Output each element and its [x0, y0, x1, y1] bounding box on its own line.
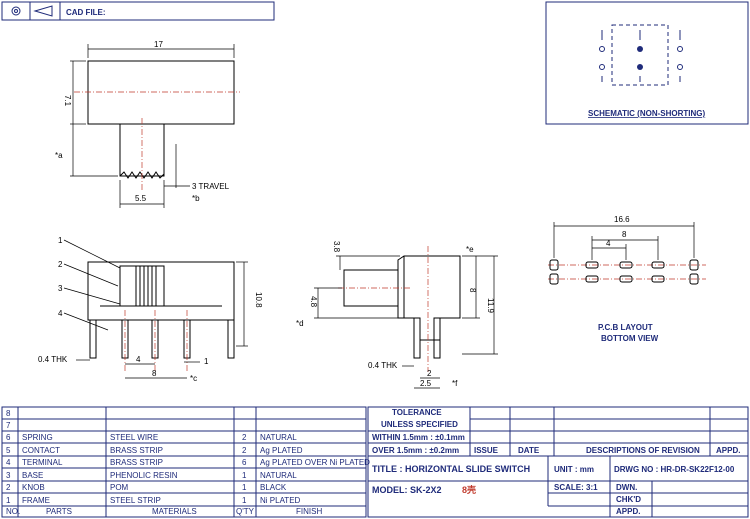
within-label: WITHIN 1.5mm : ±0.1mm	[372, 433, 465, 442]
dwn-label: DWN.	[616, 483, 637, 492]
unless-label: UNLESS SPECIFIED	[381, 420, 458, 429]
bom-cell-finish: Ag PLATED	[260, 446, 303, 455]
bom-cell-finish: Ni PLATED	[260, 496, 301, 505]
note-e: *e	[466, 245, 474, 254]
side-dim-4-8: 4.8	[309, 296, 318, 308]
bom-header-materials: MATERIALS	[152, 507, 197, 516]
side-dim-8: 8	[468, 288, 477, 293]
top-view: 17 7.1 *a 5.5 3 TRAVEL *b	[55, 40, 240, 208]
date-label: DATE	[518, 446, 540, 455]
bom-cell-no: 3	[6, 471, 11, 480]
drawing-number: DRWG NO : HR-DR-SK22F12-00	[614, 465, 735, 474]
side-dim-11-9: 11.9	[486, 298, 495, 314]
bom-cell-no: 7	[6, 421, 11, 430]
note-f: *f	[452, 379, 458, 388]
descriptions-label: DESCRIPTIONS OF REVISION	[586, 446, 700, 455]
bom-header-parts: PARTS	[46, 507, 72, 516]
bom-cell-parts: KNOB	[22, 483, 45, 492]
pcb-dim-8: 8	[622, 230, 627, 239]
bom-cell-materials: PHENOLIC RESIN	[110, 471, 178, 480]
bom-cell-parts: SPRING	[22, 433, 53, 442]
callout-1: 1	[58, 236, 63, 245]
bom-cell-qty: 1	[242, 483, 247, 492]
bom-cell-finish: NATURAL	[260, 471, 297, 480]
front-dim-height: 10.8	[254, 292, 263, 308]
projection-icon	[11, 5, 53, 17]
unit-label: UNIT : mm	[554, 465, 594, 474]
bom-cell-finish: NATURAL	[260, 433, 297, 442]
bom-cell-materials: BRASS STRIP	[110, 446, 163, 455]
appd-label: APPD.	[716, 446, 740, 455]
bom-cell-no: 2	[6, 483, 11, 492]
note-d: *d	[296, 319, 304, 328]
schematic-panel: SCHEMATIC (NON-SHORTING)	[545, 1, 749, 125]
model-label: MODEL: SK-2X2	[372, 485, 442, 495]
bom-cell-materials: POM	[110, 483, 129, 492]
cad-file-label: CAD FILE:	[66, 8, 106, 17]
bom-cell-no: 4	[6, 458, 11, 467]
dim-height: 7.1	[63, 95, 72, 107]
bom-cell-no: 6	[6, 433, 11, 442]
pcb-layout: 16.6 8 4 P.C.B LAYOUT BOTTOM VIEW	[548, 215, 706, 343]
callout-2: 2	[58, 260, 63, 269]
bom-cell-qty: 2	[242, 433, 247, 442]
side-view: 3.8 4.8 *d 8 11.9 *e 0.4 THK 2 2.5 *f	[296, 241, 498, 389]
pcb-label: P.C.B LAYOUT	[598, 323, 653, 332]
scale-label: SCALE: 3:1	[554, 483, 598, 492]
note-b: *b	[192, 194, 200, 203]
bom-cell-qty: 2	[242, 446, 247, 455]
callout-3: 3	[58, 284, 63, 293]
callout-4: 4	[58, 309, 63, 318]
front-view: 1 2 3 4 0.4 THK 4 8 *c 1 10.8	[38, 236, 263, 383]
side-thk: 0.4 THK	[368, 361, 398, 370]
pcb-dim-total: 16.6	[614, 215, 630, 224]
bom-cell-materials: STEEL WIRE	[110, 433, 158, 442]
model-note: 8壳	[462, 484, 476, 495]
bom-cell-materials: BRASS STRIP	[110, 458, 163, 467]
dim-actuator: 5.5	[135, 194, 147, 203]
bom-cell-parts: TERMINAL	[22, 458, 63, 467]
over-label: OVER 1.5mm : ±0.2mm	[372, 446, 459, 455]
bom-cell-no: 5	[6, 446, 11, 455]
chkd-label: CHK'D	[616, 495, 641, 504]
side-dim-2: 2	[427, 369, 432, 378]
bom-cell-finish: BLACK	[260, 483, 287, 492]
travel-label: 3 TRAVEL	[192, 182, 230, 191]
bom-cell-no: 8	[6, 409, 11, 418]
bom-cell-parts: FRAME	[22, 496, 50, 505]
bom-cell-no: 1	[6, 496, 11, 505]
front-thk: 0.4 THK	[38, 355, 68, 364]
dim-pin: 1	[204, 357, 209, 366]
dim-width: 17	[154, 40, 163, 49]
bom-cell-finish: Ag PLATED OVER Ni PLATED	[260, 458, 370, 467]
appd2-label: APPD.	[616, 507, 640, 516]
header-box: CAD FILE:	[1, 1, 275, 21]
bom-header-qty: Q'TY	[236, 507, 255, 516]
bom-cell-parts: CONTACT	[22, 446, 60, 455]
tolerance-label: TOLERANCE	[392, 408, 442, 417]
title-block: TOLERANCE UNLESS SPECIFIED WITHIN 1.5mm …	[367, 406, 749, 518]
issue-label: ISSUE	[474, 446, 499, 455]
bom-cell-qty: 6	[242, 458, 247, 467]
bom-cell-qty: 1	[242, 471, 247, 480]
pcb-dim-4: 4	[606, 239, 611, 248]
side-dim-2-5: 2.5	[420, 379, 432, 388]
drawing-title: TITLE : HORIZONTAL SLIDE SWITCH	[372, 464, 530, 474]
side-dim-knob: 3.8	[332, 241, 341, 253]
bom-cell-parts: BASE	[22, 471, 43, 480]
note-a: *a	[55, 151, 63, 160]
bom-header-finish: FINISH	[296, 507, 322, 516]
note-c: *c	[190, 374, 197, 383]
schematic-label: SCHEMATIC (NON-SHORTING)	[588, 109, 706, 118]
bom-header-no: NO.	[6, 507, 20, 516]
dim-pitch: 4	[136, 355, 141, 364]
bom-cell-materials: STEEL STRIP	[110, 496, 161, 505]
bom-cell-qty: 1	[242, 496, 247, 505]
pcb-label-view: BOTTOM VIEW	[601, 334, 659, 343]
dim-span: 8	[152, 369, 157, 378]
